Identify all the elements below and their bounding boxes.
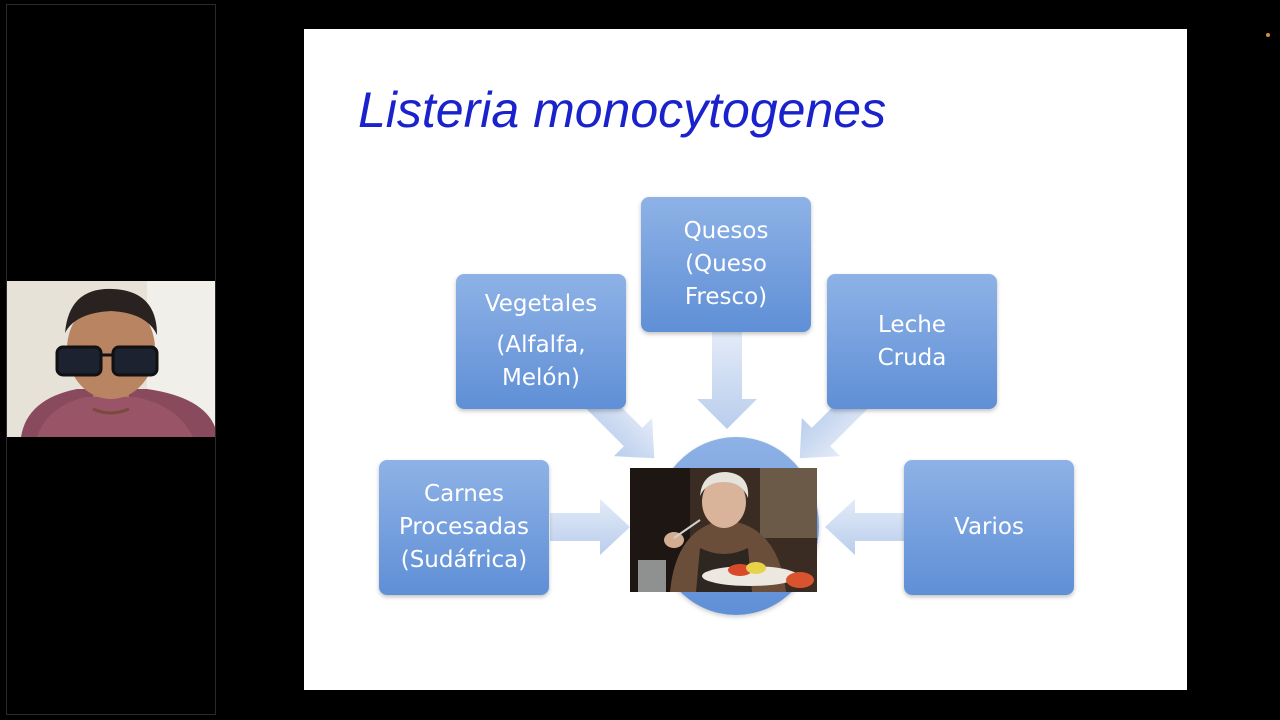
arrow-quesos [697, 332, 757, 429]
presenter-avatar [7, 281, 215, 437]
box-varios: Varios [904, 460, 1074, 595]
elderly-woman-eating-photo [630, 468, 817, 592]
participant-video-tile[interactable] [7, 281, 215, 437]
arrow-varios [825, 499, 905, 555]
box-carnes-procesadas: Carnes Procesadas (Sudáfrica) [379, 460, 549, 595]
presentation-slide: Listeria monocytogenes Quesos (Queso Fr [304, 29, 1187, 690]
arrow-carnes [550, 499, 630, 555]
box-quesos: Quesos (Queso Fresco) [641, 197, 811, 332]
status-indicator-dot [1266, 33, 1270, 37]
box-vegetales: Vegetales (Alfalfa, Melón) [456, 274, 626, 409]
box-leche-cruda: Leche Cruda [827, 274, 997, 409]
slide-title: Listeria monocytogenes [358, 82, 887, 138]
